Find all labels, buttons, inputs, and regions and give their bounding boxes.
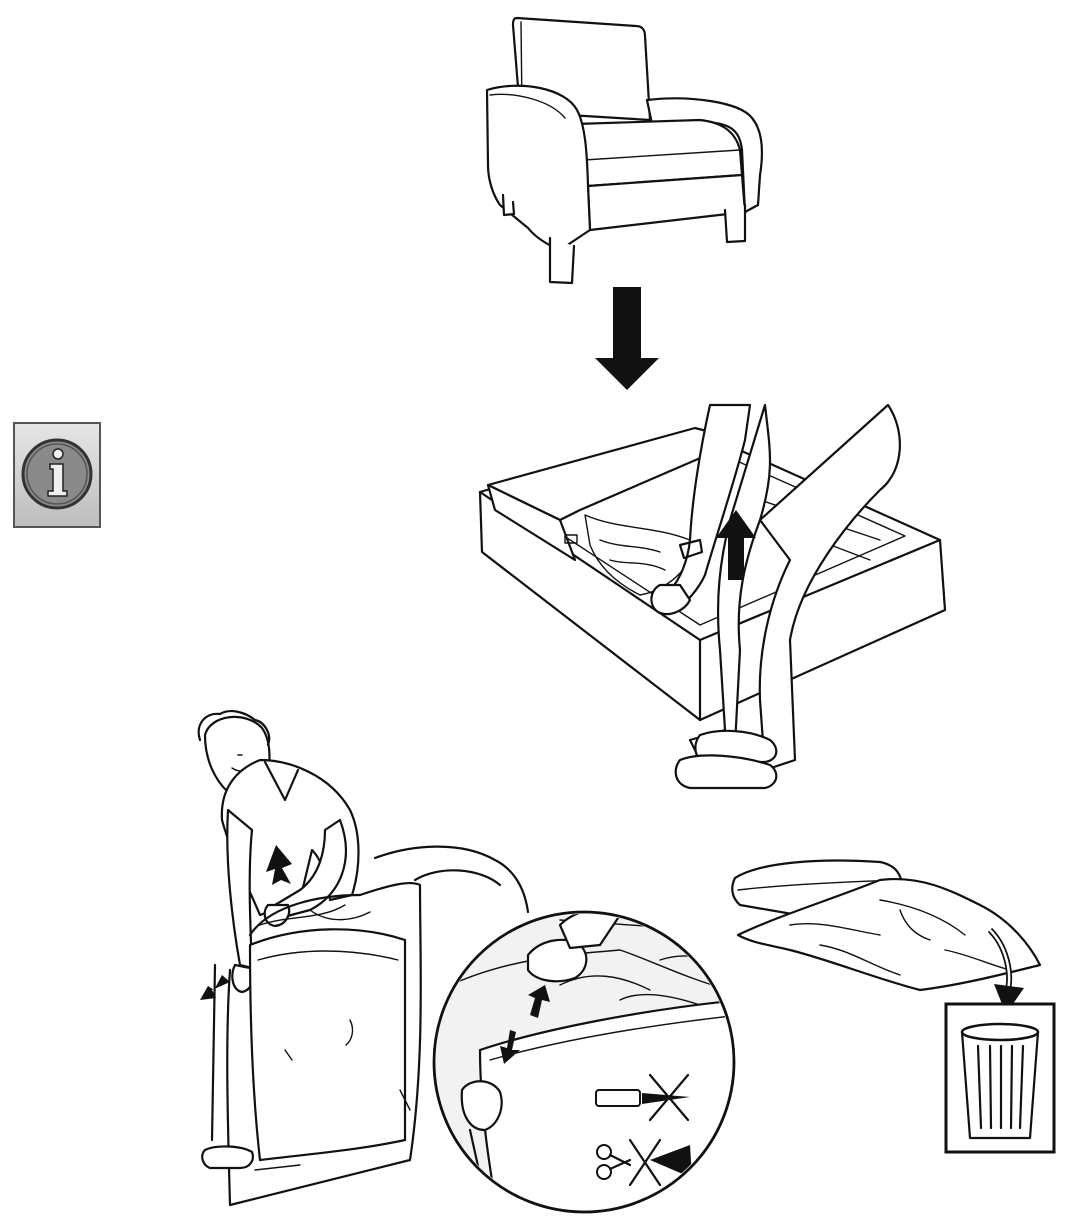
discard-packaging-illustration — [731, 859, 1056, 1154]
remove-wrap-illustration — [197, 710, 530, 1207]
down-arrow-icon — [200, 975, 230, 1000]
up-arrow-icon — [528, 985, 550, 1018]
down-arrow-icon — [500, 1030, 520, 1064]
knife-prohibited-icon — [595, 1073, 690, 1122]
down-arrow-icon — [595, 287, 659, 390]
up-arrow-icon — [266, 845, 292, 885]
trash-bin-icon — [944, 1002, 1056, 1154]
up-arrow-icon — [716, 510, 756, 580]
armchair-illustration — [485, 16, 763, 285]
scissors-prohibited-icon — [596, 1138, 692, 1187]
unboxing-illustration — [478, 403, 947, 790]
info-icon — [13, 422, 101, 528]
magnified-detail — [432, 910, 736, 1214]
